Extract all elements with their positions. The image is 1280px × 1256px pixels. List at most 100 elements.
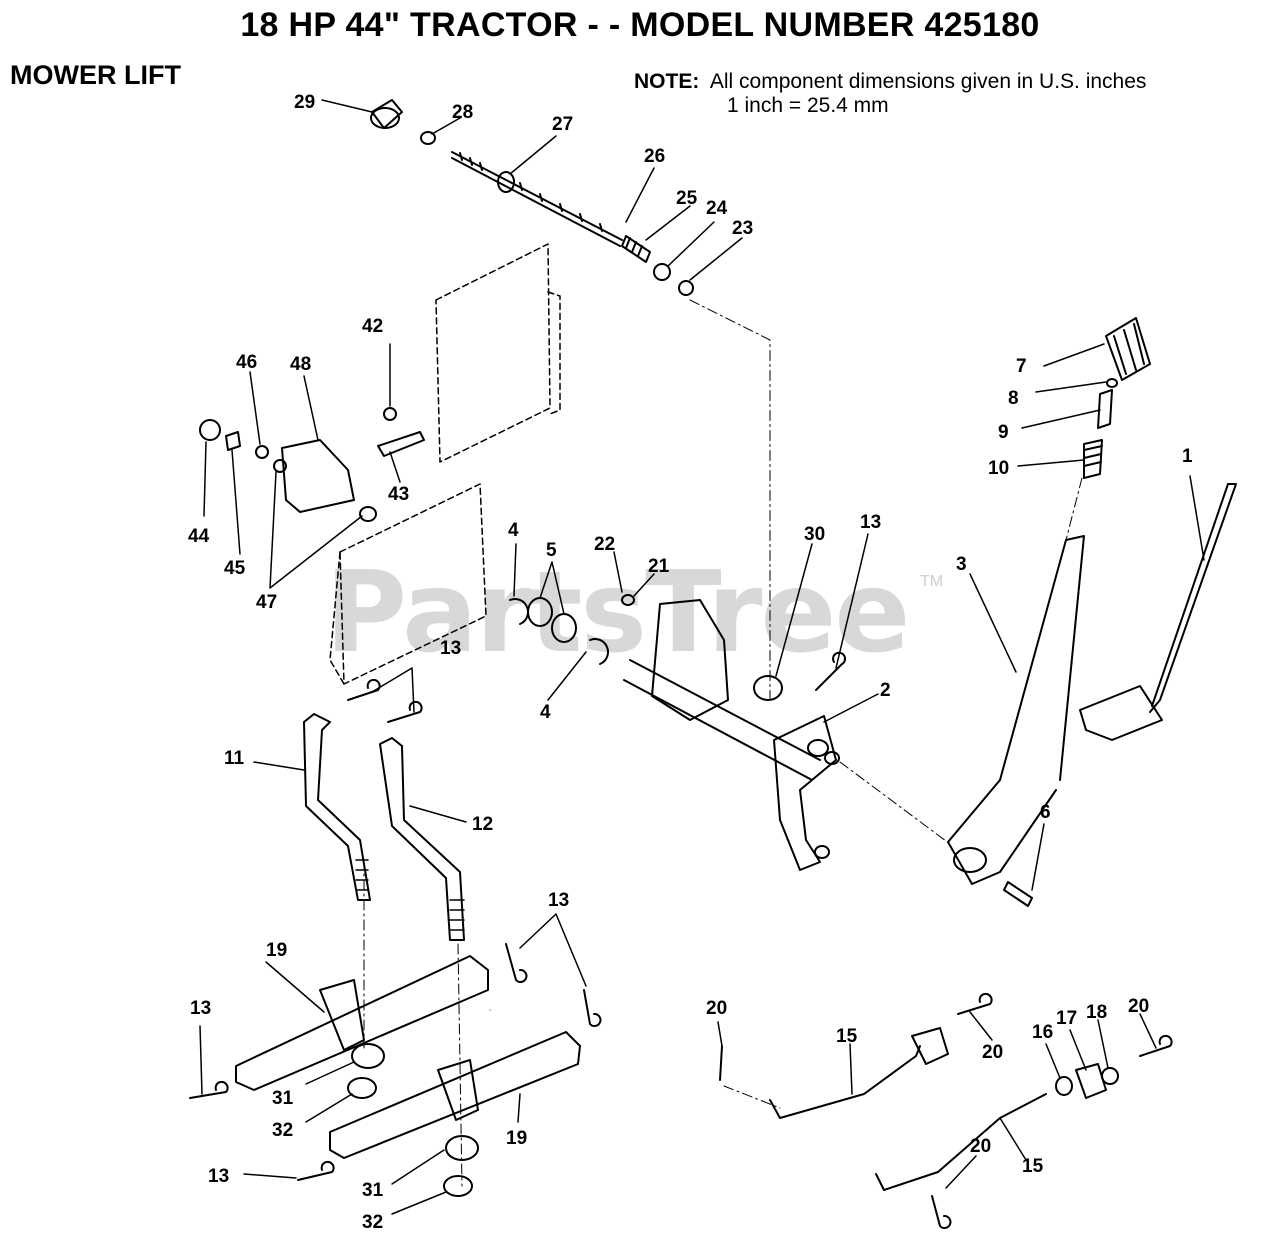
callout-20a: 20 <box>706 998 727 1019</box>
callout-27: 27 <box>552 114 573 135</box>
e-ring-4a <box>509 598 529 625</box>
washer-28 <box>420 131 436 145</box>
callout-13a: 13 <box>860 512 881 533</box>
washer-42 <box>383 407 397 421</box>
lift-handle-3 <box>947 535 1085 885</box>
note-label: NOTE: <box>634 70 700 93</box>
thread-marks <box>355 859 465 931</box>
callout-10: 10 <box>988 458 1009 479</box>
callout-31b: 31 <box>362 1180 384 1201</box>
callout-labels: 29 28 27 26 25 24 23 42 46 48 43 44 45 4… <box>188 92 1193 1233</box>
callout-22: 22 <box>594 534 615 555</box>
callout-17: 17 <box>1056 1008 1077 1029</box>
callout-43: 43 <box>388 484 409 505</box>
spring-10 <box>1083 439 1103 479</box>
lift-arm-19b <box>329 1031 581 1159</box>
callout-32b: 32 <box>362 1212 383 1233</box>
rod-15b <box>875 1093 1047 1191</box>
callout-20b: 20 <box>982 1042 1003 1063</box>
pin-9 <box>1097 389 1113 429</box>
section-title: MOWER LIFT <box>10 60 181 90</box>
callout-20c: 20 <box>1128 996 1149 1017</box>
callout-13d: 13 <box>190 998 211 1019</box>
watermark-trademark: TM <box>920 573 944 590</box>
callout-4b: 4 <box>540 702 551 723</box>
threaded-rod-26 <box>451 151 623 247</box>
bushing-5b <box>551 613 577 643</box>
cotter-20c <box>1139 1034 1173 1057</box>
washer-47a <box>273 459 287 473</box>
bracket-48 <box>281 439 355 513</box>
link-11 <box>303 713 371 901</box>
nut-18 <box>1101 1067 1119 1085</box>
note-line-1: All component dimensions given in U.S. i… <box>709 70 1147 93</box>
callout-12: 12 <box>472 814 493 835</box>
swivel-block <box>911 1027 949 1065</box>
link-12 <box>379 737 465 941</box>
pin-21 <box>621 594 635 606</box>
cotter-20d <box>931 1195 952 1229</box>
knob-29 <box>370 99 403 129</box>
callout-5: 5 <box>546 540 557 561</box>
note-line-2: 1 inch = 25.4 mm <box>727 94 889 117</box>
callout-28: 28 <box>452 102 473 123</box>
callout-23: 23 <box>732 218 753 239</box>
bolt-6 <box>1003 881 1033 907</box>
spring-25 <box>621 235 651 263</box>
bolt-45 <box>225 431 241 451</box>
callout-15a: 15 <box>836 1026 858 1047</box>
callout-11: 11 <box>224 748 245 769</box>
washer-46 <box>255 445 269 459</box>
block-17 <box>1075 1063 1107 1099</box>
callout-47: 47 <box>256 592 277 613</box>
washer-31a <box>351 1043 385 1069</box>
callout-26: 26 <box>644 146 665 167</box>
callout-20d: 20 <box>970 1136 991 1157</box>
callout-13b: 13 <box>440 638 461 659</box>
cotter-13c <box>815 651 847 691</box>
clip-43 <box>377 431 425 457</box>
callout-48: 48 <box>290 354 311 375</box>
cotter-20a <box>719 1045 723 1081</box>
ball-8 <box>1106 378 1118 388</box>
bushing-5a <box>527 597 553 627</box>
cotter-20b <box>957 992 993 1015</box>
callout-6: 6 <box>1040 802 1051 823</box>
callout-13e: 13 <box>208 1166 229 1187</box>
callout-13c: 13 <box>548 890 569 911</box>
washer-47b <box>359 506 377 522</box>
nut-27 <box>497 171 515 193</box>
page-title: 18 HP 44" TRACTOR - - MODEL NUMBER 42518… <box>240 6 1040 44</box>
callout-9: 9 <box>998 422 1009 443</box>
callout-25: 25 <box>676 188 698 209</box>
callout-7: 7 <box>1016 356 1027 377</box>
callout-4a: 4 <box>508 520 519 541</box>
callout-15b: 15 <box>1022 1156 1044 1177</box>
callout-42: 42 <box>362 316 383 337</box>
arm-19a-hub <box>319 979 365 1051</box>
callout-30: 30 <box>804 524 825 545</box>
e-ring-4b <box>589 638 609 665</box>
callout-31a: 31 <box>272 1088 294 1109</box>
cotter-13a <box>347 678 381 701</box>
callout-19a: 19 <box>266 940 287 961</box>
callout-21: 21 <box>648 556 670 577</box>
nut-32a <box>347 1077 377 1099</box>
washer-31b <box>445 1135 479 1161</box>
callout-19b: 19 <box>506 1128 527 1149</box>
rod-15a <box>769 1045 921 1119</box>
callout-46: 46 <box>236 352 257 373</box>
leader-lines <box>199 99 1205 1215</box>
callout-2: 2 <box>880 680 891 701</box>
cotter-13g <box>297 1160 335 1181</box>
nut-32b <box>443 1175 473 1197</box>
lift-arm-19a <box>235 955 489 1091</box>
callout-16: 16 <box>1032 1022 1053 1043</box>
callout-32a: 32 <box>272 1120 293 1141</box>
dimension-note: NOTE: All component dimensions given in … <box>634 70 1146 118</box>
cotter-13d <box>505 943 528 983</box>
callout-1: 1 <box>1182 446 1193 467</box>
callout-29: 29 <box>294 92 315 113</box>
callout-3: 3 <box>956 554 967 575</box>
